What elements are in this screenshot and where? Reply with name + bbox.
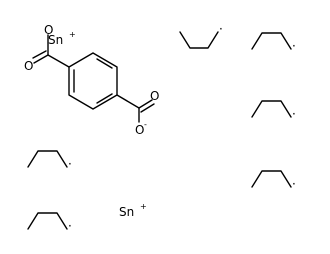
- ring-to-carboxyl-right: [116, 94, 140, 109]
- butyl-chain: [179, 31, 219, 49]
- tin-cation-bottom: Sn +: [119, 202, 147, 219]
- radical-dot: ·: [292, 177, 296, 191]
- butyl-radical-1: ·: [179, 22, 223, 49]
- oxygen-carbonyl-right: O: [150, 89, 159, 103]
- butyl-chain: [27, 212, 68, 230]
- ring-bonds: [68, 52, 118, 110]
- butyl-chain: [251, 170, 292, 188]
- butyl-chain: [27, 150, 68, 168]
- tin-charge-top: +: [69, 30, 76, 39]
- radical-dot: ·: [68, 219, 72, 233]
- terephthalate-dianion: O O O O -: [24, 23, 159, 137]
- butyl-radical-3: ·: [251, 100, 296, 121]
- radical-dot: ·: [292, 39, 296, 53]
- carboxylate-left: O O: [24, 23, 70, 73]
- tin-cation-top: Sn +: [48, 30, 76, 47]
- butyl-chain: [251, 100, 292, 118]
- tin-charge-bottom: +: [140, 202, 147, 211]
- butyl-radical-5: ·: [27, 150, 72, 171]
- oxygen-anion-top: O: [44, 23, 53, 37]
- carboxyl-left-double-o-a: [33, 54, 49, 64]
- tin-label-bottom: Sn: [119, 205, 134, 219]
- oxygen-anion-charge: -: [144, 120, 147, 129]
- ring-double-bond-1: [96, 58, 113, 69]
- ring-to-carboxyl-left: [47, 54, 70, 68]
- carboxyl-right-double-o-a: [138, 99, 153, 109]
- carboxyl-left-double-o-b: [32, 50, 47, 59]
- oxygen-carbonyl-left: O: [24, 59, 33, 73]
- butyl-radical-4: ·: [251, 170, 296, 191]
- carboxyl-right-double-o-b: [140, 103, 155, 113]
- ring-double-bond-2: [96, 93, 113, 104]
- radical-dot: ·: [219, 22, 223, 36]
- carboxylate-right: O O -: [116, 89, 159, 137]
- benzene-ring: [68, 52, 118, 110]
- butyl-radical-2: ·: [251, 32, 296, 53]
- tin-label-top: Sn: [48, 33, 63, 47]
- butyl-radical-6: ·: [27, 212, 72, 233]
- oxygen-anion-bottom: O: [135, 123, 144, 137]
- butyl-chain: [251, 32, 292, 50]
- radical-dot: ·: [292, 107, 296, 121]
- radical-dot: ·: [68, 157, 72, 171]
